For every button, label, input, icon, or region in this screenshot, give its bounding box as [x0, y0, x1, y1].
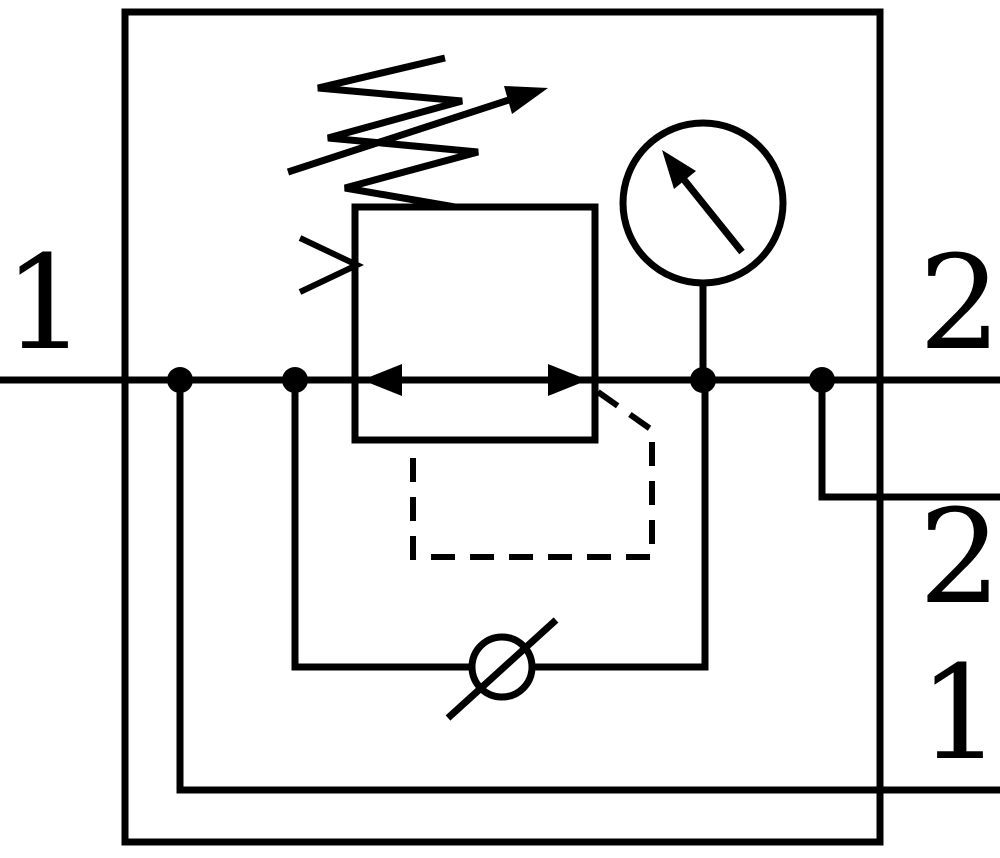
port-label-outlet-2-top: 2 — [919, 227, 1000, 379]
pilot-arrow-icon — [298, 235, 365, 295]
pilot-dashed-line — [410, 389, 655, 560]
port-label-inlet-1: 1 — [4, 227, 87, 379]
flow-arrow-right-icon — [548, 364, 588, 396]
adjustment-arrowhead-icon — [504, 86, 548, 114]
regulator-valve-box — [351, 203, 599, 444]
junction-dot — [809, 367, 835, 393]
junction-dot — [282, 367, 308, 393]
junction-dot — [167, 367, 193, 393]
adjustment-arrow — [286, 94, 517, 176]
junction-dot — [690, 367, 716, 393]
port-label-outlet-1-bottom: 1 — [919, 637, 1000, 789]
check-valve-seat-line — [445, 617, 559, 721]
spring-icon — [317, 54, 479, 211]
flow-arrow-left-icon — [362, 364, 402, 396]
gauge-needle — [678, 173, 745, 255]
port-label-outlet-2-mid: 2 — [919, 481, 1000, 633]
mid-right-port-line — [818, 380, 1000, 501]
gauge-needle-arrowhead-icon — [662, 150, 696, 189]
enclosure-box — [121, 8, 884, 846]
bottom-port-line — [176, 380, 1000, 794]
